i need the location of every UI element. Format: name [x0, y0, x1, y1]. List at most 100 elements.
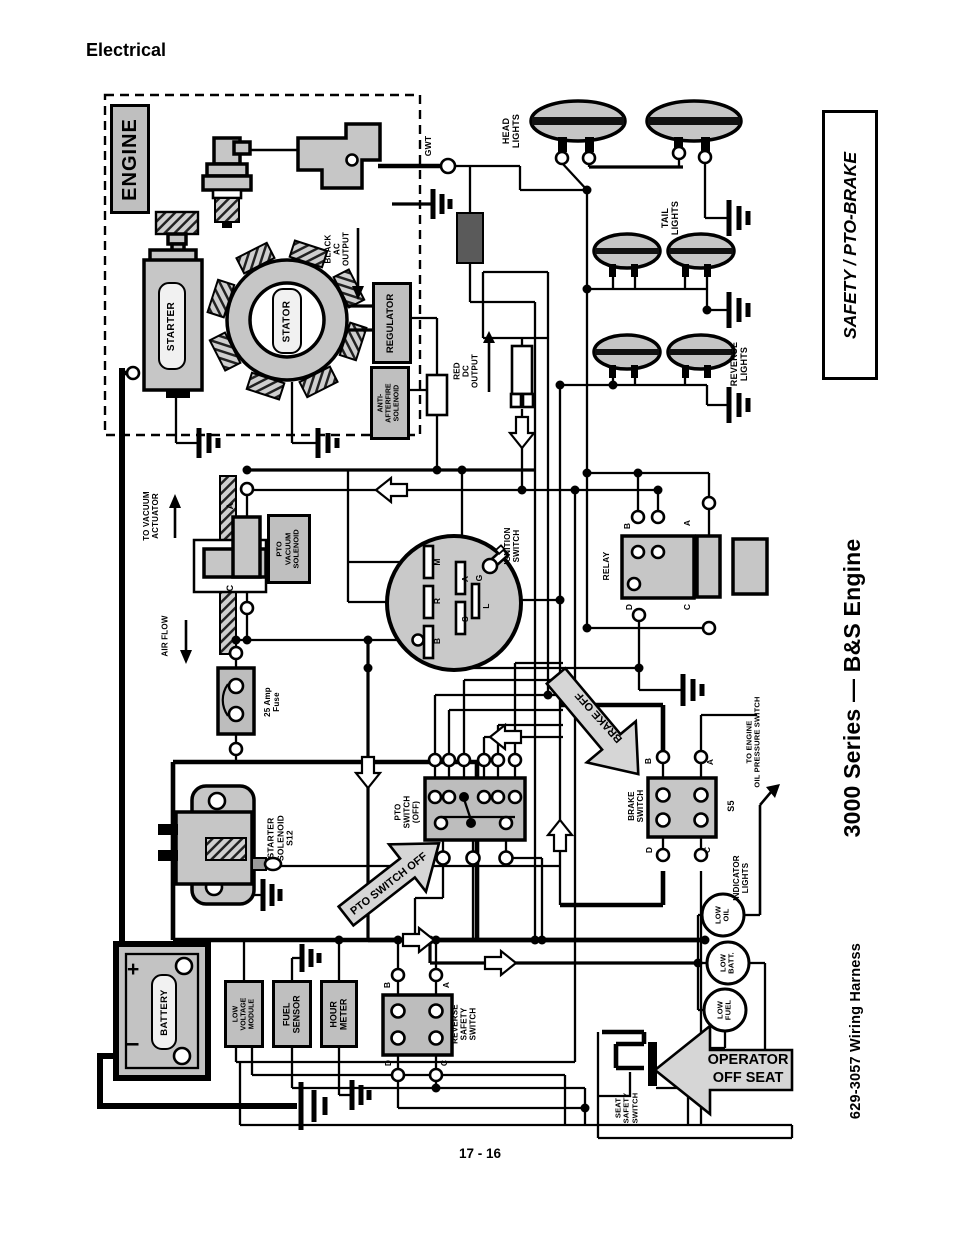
reverse-safety-terminal-c: C: [439, 1059, 450, 1067]
to-vacuum-actuator-label: TO VACUUM ACTUATOR: [141, 491, 160, 541]
tail-lights-icon: [592, 232, 736, 277]
pto-switch-icon: [423, 752, 527, 866]
regulator-box: REGULATOR: [372, 282, 412, 364]
reverse-safety-switch-label: REVERSE SAFETY SWITCH: [450, 1004, 478, 1044]
fuse-label: 25 Amp Fuse: [262, 687, 281, 717]
starter-label-text: STARTER: [166, 301, 178, 351]
fuse-icon: [216, 645, 256, 757]
ignition-terminal-r: R: [432, 597, 443, 605]
ignition-terminal-m: M: [432, 558, 443, 566]
ignition-coil-icon: [296, 122, 441, 190]
fuel-sensor-box: FUEL SENSOR: [272, 980, 312, 1048]
gwt-label: GWT: [423, 135, 434, 157]
low-batt-lamp-label: LOW BATT.: [718, 952, 736, 974]
relay-terminal-b: B: [622, 522, 633, 530]
ignition-terminal-g: G: [474, 574, 485, 582]
battery-label: BATTERY: [151, 974, 177, 1050]
brake-terminal-d: D: [644, 846, 655, 854]
pto-switch-label: PTO SWITCH (OFF): [393, 795, 421, 829]
ground-icons: [196, 189, 751, 1130]
page-title: Electrical: [86, 40, 167, 60]
series-engine-label: 3000 Series — B&S Engine: [839, 538, 866, 838]
low-fuel-lamp-label: LOW FUEL: [715, 999, 733, 1021]
starter-solenoid-label: STARTER SOLENOID S12: [265, 815, 295, 861]
low-voltage-module-box: LOW VOLTAGE MODULE: [224, 980, 264, 1048]
relay-label: RELAY: [601, 551, 612, 581]
anti-afterfire-label: ANTI-AFTERFIRE SOLENOID: [377, 383, 402, 423]
key-icon: [481, 544, 511, 575]
battery-label-text: BATTERY: [158, 988, 170, 1036]
seat-safety-switch-label: SEAT SAFETY SWITCH: [613, 1092, 640, 1124]
relay-terminal-c: C: [682, 603, 693, 611]
operator-off-seat-label: OPERATOR OFF SEAT: [707, 1052, 789, 1087]
indicator-lights-label: INDICATOR LIGHTS: [731, 855, 750, 901]
oil-pressure-label: TO ENGINE OIL PRESSURE SWITCH: [744, 696, 762, 788]
pto-switch-off-arrow: [336, 842, 441, 928]
tail-lights-label: TAIL LIGHTS: [659, 200, 680, 236]
low-oil-lamp-label: LOW OIL: [713, 905, 731, 925]
reverse-lights-icon: [592, 333, 736, 378]
starter-solenoid-icon: [158, 784, 283, 906]
ignition-terminal-a: A: [460, 575, 471, 583]
black-ac-arrow: [352, 286, 364, 300]
reverse-safety-terminal-d: D: [383, 1059, 394, 1067]
relay-terminal-d: D: [624, 603, 635, 611]
terminals-and-junctions: [125, 145, 713, 1113]
battery-minus-terminal: −: [126, 1031, 140, 1057]
ignition-switch-icon: [385, 534, 523, 672]
brake-terminal-a: A: [705, 758, 716, 766]
reverse-lights-label: REVERSE LIGHTS: [728, 341, 749, 387]
stator-label-text: STATOR: [281, 300, 293, 342]
vacuum-terminal-a: A: [224, 502, 235, 510]
head-lights-label: HEAD LIGHTS: [500, 113, 521, 149]
indicator-lamp-icons: [700, 892, 751, 1033]
brake-switch-label: BRAKE SWITCH: [626, 789, 645, 823]
page-number: 17 - 16: [458, 1146, 502, 1161]
brake-terminal-c: C: [702, 846, 713, 854]
reverse-safety-switch-icon: [381, 967, 454, 1083]
brake-off-arrow: [544, 666, 640, 776]
fuel-sensor-label: FUEL SENSOR: [281, 994, 303, 1034]
low-voltage-module-label: LOW VOLTAGE MODULE: [231, 997, 256, 1031]
flow-arrow-icons: [353, 415, 575, 978]
anti-afterfire-solenoid-box: ANTI-AFTERFIRE SOLENOID: [370, 366, 410, 440]
engine-box-label-text: ENGINE: [118, 117, 141, 201]
hour-meter-label: HOUR METER: [328, 998, 349, 1030]
hour-meter-box: HOUR METER: [320, 980, 358, 1048]
wiring-harness-label: 629-3057 Wiring Harness: [847, 942, 864, 1120]
pto-vacuum-solenoid-box: PTO VACUUM SOLENOID: [267, 514, 311, 584]
pto-vacuum-solenoid-label: PTO VACUUM SOLENOID: [275, 529, 302, 569]
stator-label: STATOR: [272, 288, 302, 354]
safety-pto-brake-text: SAFETY / PTO-BRAKE: [839, 151, 860, 339]
engine-dashed-outline: [103, 93, 422, 437]
safety-pto-brake-banner: SAFETY / PTO-BRAKE: [822, 110, 878, 380]
brake-terminal-b: B: [643, 757, 654, 765]
dc-connector: [425, 344, 535, 417]
head-lights-icon: [529, 99, 743, 152]
relay-terminal-a: A: [682, 519, 693, 527]
red-dc-output-label: RED DC OUTPUT: [452, 353, 480, 389]
brake-s5-label: S5: [725, 800, 736, 812]
relay-icon: [620, 495, 769, 636]
vacuum-terminal-c: C: [224, 584, 235, 592]
ignition-terminal-l: L: [481, 603, 492, 609]
ignition-terminal-s: S: [460, 616, 471, 622]
seat-safety-switch-icon: [602, 1029, 657, 1086]
operator-off-seat-arrow: [652, 1023, 794, 1117]
air-flow-label: AIR FLOW: [160, 615, 170, 657]
brake-switch-icon: [646, 749, 718, 863]
red-dc-arrow: [483, 331, 495, 343]
starter-label: STARTER: [158, 282, 186, 370]
black-ac-output-label: BLACK AC OUTPUT: [323, 231, 351, 267]
reverse-safety-terminal-b: B: [382, 981, 393, 989]
gwt-connector-block: [456, 212, 484, 264]
spark-plug-icon: [201, 136, 300, 228]
battery-plus-terminal: +: [127, 958, 140, 981]
oil-pressure-arrowhead: [766, 784, 780, 798]
engine-box-label: ENGINE: [110, 104, 150, 214]
regulator-label: REGULATOR: [385, 293, 397, 353]
ignition-terminal-b: B: [432, 637, 443, 645]
vacuum-actuator-icon: [169, 475, 268, 664]
